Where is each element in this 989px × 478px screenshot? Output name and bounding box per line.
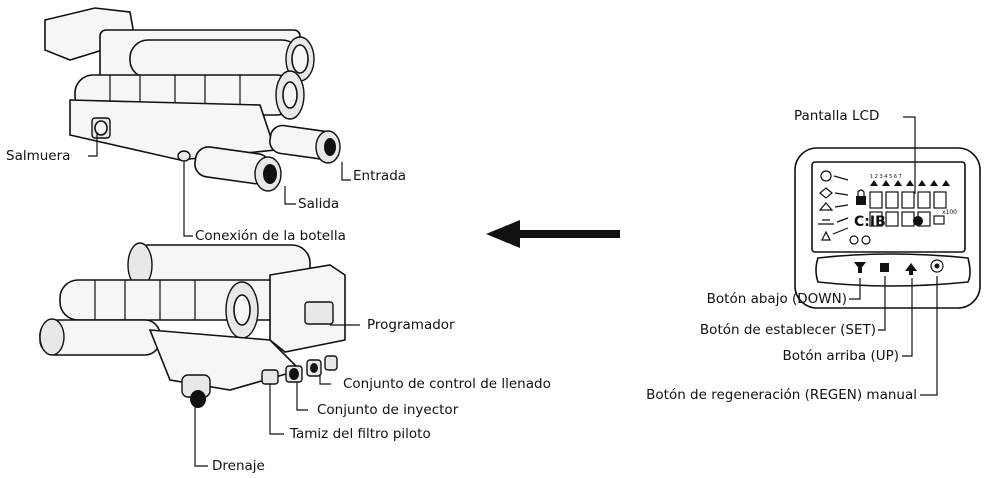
label-regen-button: Botón de regeneración (REGEN) manual: [646, 387, 917, 403]
label-lcd: Pantalla LCD: [794, 108, 880, 124]
label-inlet: Entrada: [353, 168, 407, 184]
bottom-valve-leaders: [194, 324, 360, 467]
controller-leaders: [849, 116, 938, 396]
label-injector: Conjunto de inyector: [317, 402, 459, 418]
label-fill-control: Conjunto de control de llenado: [343, 376, 551, 392]
label-programmer: Programador: [367, 317, 455, 333]
lcd-x100: x100: [942, 209, 957, 216]
svg-text:C:IB: C:IB: [854, 214, 886, 230]
label-drain: Drenaje: [212, 458, 265, 474]
controller-drawing: [794, 147, 981, 309]
label-pilot-screen: Tamiz del filtro piloto: [290, 426, 431, 442]
label-brine: Salmuera: [6, 148, 71, 164]
lcd-contents: C:IB x100 1 2 3 4 5 6 7: [818, 170, 957, 245]
label-bottle-connection: Conexión de la botella: [195, 228, 346, 244]
label-down-button: Botón abajo (DOWN): [706, 291, 847, 307]
lcd-day-markers: [870, 180, 950, 186]
lcd-digits-top: [869, 191, 947, 209]
label-up-button: Botón arriba (UP): [782, 348, 900, 364]
controller-buttons-drawing: [854, 259, 944, 275]
label-outlet: Salida: [298, 196, 340, 212]
lcd-lock-icon: [856, 189, 866, 205]
bottom-valve-drawing: [39, 242, 346, 408]
label-set-button: Botón de establecer (SET): [699, 322, 876, 338]
direction-arrow: [486, 220, 620, 248]
top-valve-leaders: [88, 132, 351, 237]
top-valve-drawing: [44, 7, 341, 192]
lcd-day-numbers: 1 2 3 4 5 6 7: [870, 174, 902, 180]
